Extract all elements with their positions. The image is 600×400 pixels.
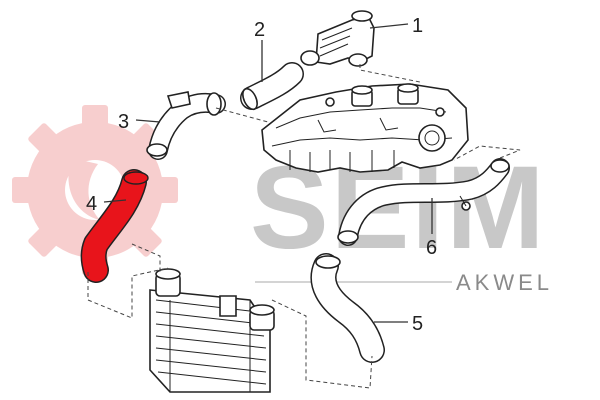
part-6-pipe xyxy=(337,158,510,246)
callout-1: 1 xyxy=(412,15,423,37)
part-2-hose xyxy=(240,62,304,111)
callout-leaders xyxy=(103,23,433,323)
intercooler xyxy=(149,268,275,393)
part-5-hose xyxy=(310,253,385,363)
callout-5: 5 xyxy=(412,313,423,335)
part-4-hose-highlighted xyxy=(80,169,149,283)
akwel-brand: AKWEL xyxy=(255,270,553,295)
callout-6: 6 xyxy=(426,237,437,259)
part-3-pipe xyxy=(146,91,226,160)
callout-3: 3 xyxy=(118,111,129,133)
intake-manifold xyxy=(261,83,469,173)
callout-4: 4 xyxy=(86,193,97,215)
callout-2: 2 xyxy=(254,19,265,41)
callout-labels: 1 2 3 4 5 6 xyxy=(86,15,437,335)
part-1-connector xyxy=(300,10,375,67)
akwel-brand-text: AKWEL xyxy=(456,270,553,295)
assembly-guides xyxy=(87,64,521,389)
